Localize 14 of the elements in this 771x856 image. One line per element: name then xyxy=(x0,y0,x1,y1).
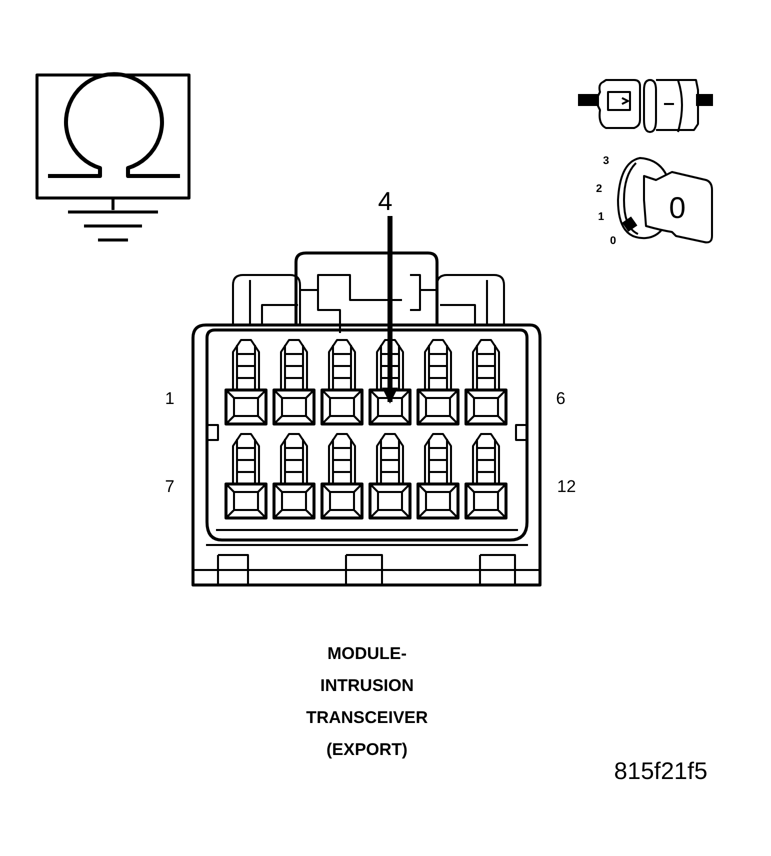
pin-number: 7 xyxy=(165,478,174,495)
terminal-cavity xyxy=(368,339,412,426)
leader-arrow xyxy=(382,216,398,404)
pin-number: 1 xyxy=(165,390,174,407)
position-number: 1 xyxy=(598,212,604,223)
pin-number: 12 xyxy=(557,478,576,495)
position-number: 2 xyxy=(596,184,602,195)
caption: MODULE- INTRUSION TRANSCEIVER (EXPORT) xyxy=(306,643,428,761)
pin-number: 4 xyxy=(378,188,392,214)
pin-number: 6 xyxy=(556,390,566,407)
position-number: 3 xyxy=(603,156,610,167)
figure-code: 815f21f5 xyxy=(614,760,708,784)
position-number: 0 xyxy=(610,236,616,247)
key-marking: 0 xyxy=(669,194,686,224)
